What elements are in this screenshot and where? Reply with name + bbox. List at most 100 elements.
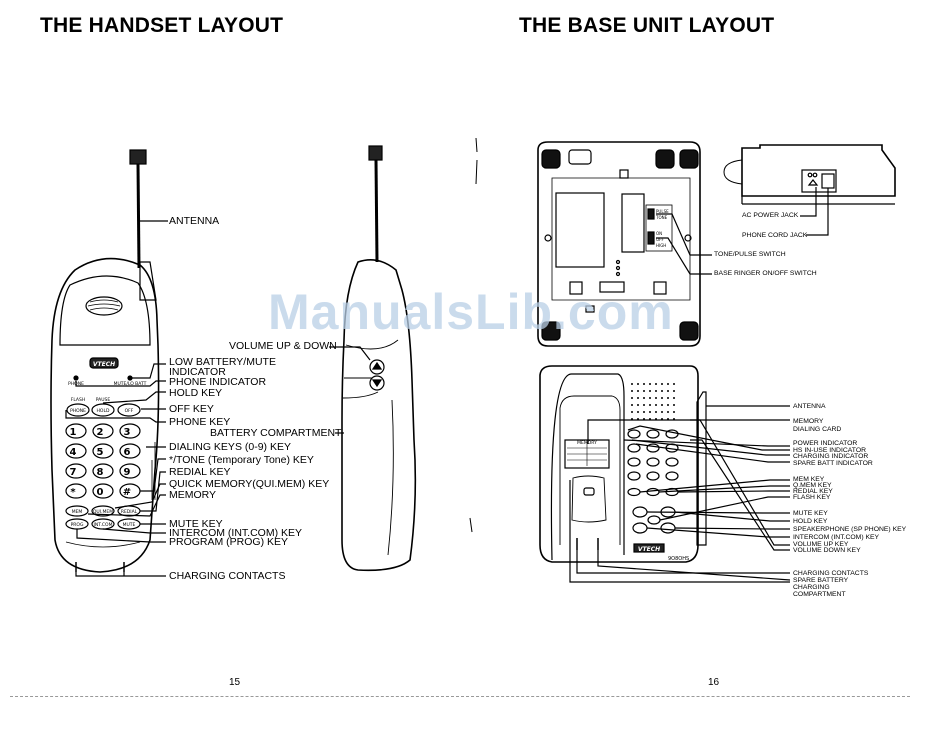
key-6[interactable] xyxy=(119,443,141,459)
base-key-1[interactable] xyxy=(627,429,641,439)
off-text: OFF xyxy=(656,237,664,242)
label-flash-key: FLASH KEY xyxy=(793,494,831,501)
key-5-glyph: 5 xyxy=(97,447,104,458)
label-charging-contacts: CHARGING CONTACTS xyxy=(169,570,286,582)
phone-key-text: PHONE xyxy=(70,408,86,414)
earpiece-grille xyxy=(85,296,123,316)
hold-key-text: HOLD xyxy=(97,408,110,414)
base-key-0[interactable] xyxy=(646,471,660,481)
earpiece-area xyxy=(59,275,151,346)
label-hold-key: HOLD KEY xyxy=(169,387,223,399)
label-intercom-key: INTERCOM (INT.COM) KEY xyxy=(169,527,302,539)
base-key-star[interactable] xyxy=(627,471,641,481)
key-3[interactable] xyxy=(119,423,141,439)
label-base-redial-key: REDIAL KEY xyxy=(793,488,833,495)
base-unit-layout-title: THE BASE UNIT LAYOUT xyxy=(519,14,775,37)
label-mute-key: MUTE KEY xyxy=(169,518,223,530)
label-hs-in-use: HS IN-USE INDICATOR xyxy=(793,447,867,454)
mem-key[interactable] xyxy=(65,505,89,517)
volume-up-key[interactable] xyxy=(369,359,385,375)
key-5[interactable] xyxy=(92,443,114,459)
label-volume: VOLUME UP & DOWN xyxy=(229,340,337,352)
off-key[interactable] xyxy=(117,403,141,417)
label-low-battery: LOW BATTERY/MUTE xyxy=(169,356,276,368)
antenna-rod xyxy=(136,163,141,269)
tone-text: TONE xyxy=(655,215,668,220)
label-tone-key: */TONE (Temporary Tone) KEY xyxy=(169,454,314,466)
label-base-memory: MEMORY xyxy=(793,418,824,425)
key-4[interactable] xyxy=(65,443,87,459)
base-mute-key[interactable] xyxy=(632,506,648,518)
side-antenna-rod xyxy=(374,159,379,263)
pulse-text: PULSE xyxy=(656,209,669,214)
key-0-glyph: 0 xyxy=(97,487,104,498)
tone-pulse-switch[interactable] xyxy=(647,208,655,220)
intcom-key-text: INT.COM xyxy=(94,522,113,528)
prog-key-text: PROG xyxy=(71,522,84,528)
pause-text: PAUSE xyxy=(96,397,111,403)
label-ac-power-jack: AC POWER JACK xyxy=(742,212,799,219)
base-intercom-key[interactable] xyxy=(632,522,648,534)
key-4-glyph: 4 xyxy=(70,447,77,458)
base-brand: VTECH xyxy=(638,546,660,553)
phone-cord-jack[interactable] xyxy=(821,173,835,189)
base-mem-key[interactable] xyxy=(627,487,641,497)
key-2[interactable] xyxy=(92,423,114,439)
label-quick-memory: QUICK MEMORY(QUI.MEM) KEY xyxy=(169,478,330,490)
base-model: 9O8OHS xyxy=(668,556,689,562)
base-key-5[interactable] xyxy=(646,443,660,453)
key-8-glyph: 8 xyxy=(97,467,104,478)
label-phone-cord-jack: PHONE CORD JACK xyxy=(742,232,808,239)
volume-down-key[interactable] xyxy=(369,375,385,391)
base-key-4[interactable] xyxy=(627,443,641,453)
bottom-slot xyxy=(621,193,645,253)
base-speakerphone-key[interactable] xyxy=(660,522,676,534)
high-text: HIGH xyxy=(656,243,666,248)
key-9[interactable] xyxy=(119,463,141,479)
key-7[interactable] xyxy=(65,463,87,479)
base-key-7[interactable] xyxy=(627,457,641,467)
base-antenna xyxy=(696,391,707,546)
key-0[interactable] xyxy=(92,483,114,499)
mute-led-text: MUTE/LO BATT xyxy=(114,381,147,387)
watermark: ManualsLib.com xyxy=(268,284,674,340)
label-base-hold-key: HOLD KEY xyxy=(793,518,828,525)
page-number-left: 15 xyxy=(229,677,241,688)
phone-key[interactable] xyxy=(66,403,90,417)
ringer-switch[interactable] xyxy=(647,231,655,245)
page-number-right: 16 xyxy=(708,677,720,688)
label-phone-indicator: PHONE INDICATOR xyxy=(169,376,267,388)
handset-brand-plate xyxy=(89,357,119,369)
label-antenna: ANTENNA xyxy=(169,215,220,227)
phone-indicator-led xyxy=(73,375,79,381)
label-volume-up: VOLUME UP KEY xyxy=(793,541,849,548)
label-qmem-key: Q.MEM KEY xyxy=(793,482,832,489)
base-flash-key[interactable] xyxy=(647,515,661,525)
label-redial-key: REDIAL KEY xyxy=(169,466,231,478)
quimem-key[interactable] xyxy=(91,505,115,517)
base-qmem-key[interactable] xyxy=(646,487,660,497)
memory-dialing-card xyxy=(564,439,610,469)
base-key-8[interactable] xyxy=(646,457,660,467)
memory-card-text: MEMORY xyxy=(577,440,597,446)
base-key-9[interactable] xyxy=(665,457,679,467)
side-antenna-tip xyxy=(368,145,383,161)
label-memory: MEMORY xyxy=(169,489,217,501)
base-bottom-view xyxy=(537,141,701,347)
label-tone-pulse-switch: TONE/PULSE SWITCH xyxy=(714,251,786,258)
base-key-2[interactable] xyxy=(646,429,660,439)
mute-key-text: MUTE xyxy=(123,522,136,528)
quimem-key-text: QUI.MEM xyxy=(93,509,113,515)
hold-key[interactable] xyxy=(91,403,115,417)
label-off-key: OFF KEY xyxy=(169,403,214,415)
key-star[interactable] xyxy=(65,483,87,499)
key-6-glyph: 6 xyxy=(124,447,131,458)
base-key-hash[interactable] xyxy=(665,471,679,481)
handset-layout-title: THE HANDSET LAYOUT xyxy=(40,14,284,37)
on-text: ON xyxy=(656,231,662,236)
handset-side-body xyxy=(341,259,417,572)
key-8[interactable] xyxy=(92,463,114,479)
handset-front-body xyxy=(50,257,160,573)
key-1[interactable] xyxy=(65,423,87,439)
